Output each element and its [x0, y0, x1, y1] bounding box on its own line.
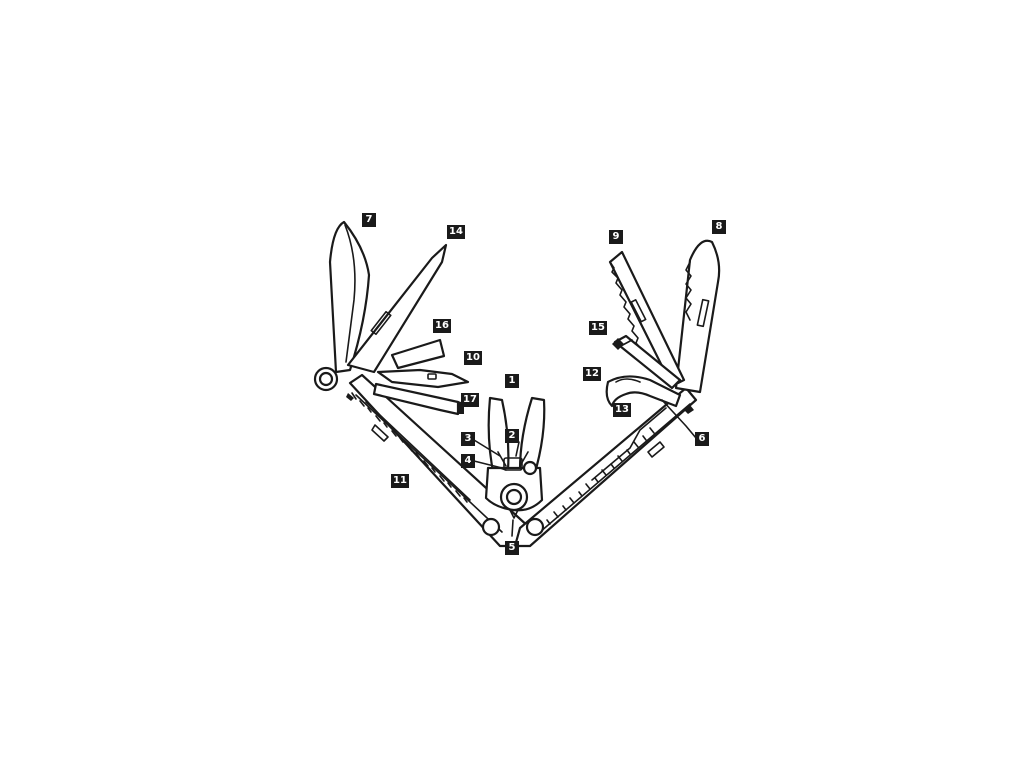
callout-11: 11 — [391, 474, 409, 488]
pliers-head — [484, 396, 546, 519]
knife-blade — [328, 220, 371, 374]
file-tool — [390, 338, 446, 370]
callout-16: 16 — [433, 319, 451, 333]
callout-6: 6 — [695, 432, 709, 446]
callout-15: 15 — [589, 321, 607, 335]
callout-12: 12 — [583, 367, 601, 381]
callout-8: 8 — [712, 220, 726, 234]
callout-7: 7 — [362, 213, 376, 227]
callout-13: 13 — [613, 403, 631, 417]
serrated-blade — [674, 239, 721, 394]
bit-driver — [612, 334, 682, 390]
callout-10: 10 — [464, 351, 482, 365]
wire-stripper-tool — [376, 368, 470, 389]
callout-3: 3 — [461, 432, 475, 446]
callout-leaders — [473, 399, 697, 537]
right-ruler-ticks — [546, 427, 655, 525]
callout-5: 5 — [505, 541, 519, 555]
callout-1: 1 — [505, 374, 519, 388]
large-blade — [346, 243, 448, 374]
callout-14: 14 — [447, 225, 465, 239]
right-handle — [513, 386, 698, 548]
callout-17: 17 — [461, 393, 479, 407]
callout-4: 4 — [461, 454, 475, 468]
can-opener — [605, 375, 682, 408]
left-ruler-ticks — [351, 392, 468, 503]
callout-9: 9 — [609, 230, 623, 244]
left-handle — [346, 373, 532, 548]
callout-2: 2 — [505, 429, 519, 443]
